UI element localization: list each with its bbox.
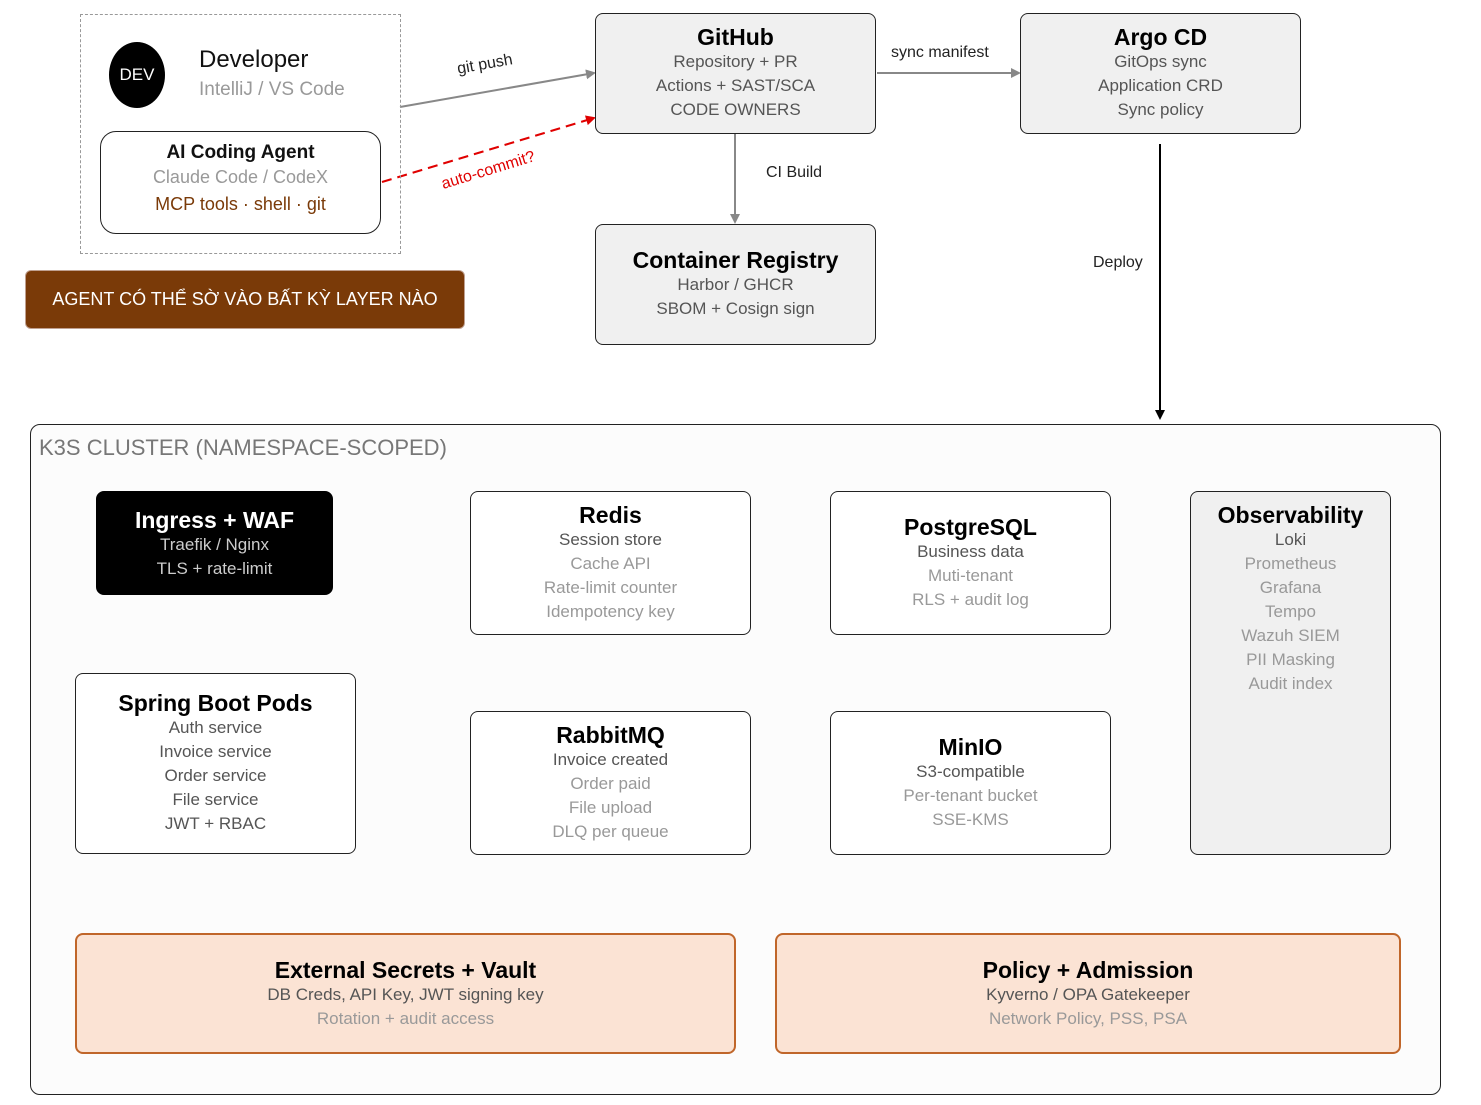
argocd-node[interactable]: Argo CD GitOps sync Application CRD Sync… [1020, 13, 1301, 134]
developer-group [80, 14, 401, 254]
redis-line: Rate-limit counter [543, 578, 678, 597]
spring-line: Auth service [168, 718, 263, 737]
argocd-line: Sync policy [1117, 100, 1204, 119]
edge-git-push [399, 69, 596, 108]
registry-line: Harbor / GHCR [677, 275, 794, 294]
ingress-line: Traefik / Nginx [160, 535, 269, 554]
argocd-line: Application CRD [1098, 76, 1223, 95]
external-secrets-node[interactable]: External Secrets + Vault DB Creds, API K… [75, 933, 736, 1054]
observability-line: PII Masking [1246, 650, 1335, 669]
minio-line: Per-tenant bucket [903, 786, 1038, 805]
github-line: CODE OWNERS [670, 100, 801, 119]
spring-line: Order service [164, 766, 267, 785]
github-line: Actions + SAST/SCA [655, 76, 816, 95]
rabbitmq-line: Invoice created [552, 750, 669, 769]
postgres-line: Business data [917, 542, 1024, 561]
observability-line: Prometheus [1244, 554, 1337, 573]
developer-tools: IntelliJ / VS Code [199, 79, 345, 100]
minio-line: S3-compatible [916, 762, 1025, 781]
observability-line: Loki [1274, 530, 1307, 549]
spring-line: Invoice service [159, 742, 272, 761]
postgres-title: PostgreSQL [904, 514, 1037, 540]
secrets-line: DB Creds, API Key, JWT signing key [267, 985, 544, 1004]
observability-line: Audit index [1248, 674, 1333, 693]
redis-line: Idempotency key [546, 602, 675, 621]
redis-line: Cache API [570, 554, 651, 573]
cluster-title: K3S CLUSTER (NAMESPACE-SCOPED) [39, 435, 447, 460]
postgres-line: RLS + audit log [912, 590, 1029, 609]
minio-node[interactable]: MinIO S3-compatible Per-tenant bucket SS… [830, 711, 1111, 855]
spring-line: File service [172, 790, 259, 809]
rabbitmq-line: File upload [568, 798, 653, 817]
dev-avatar: DEV [109, 42, 165, 108]
observability-node[interactable]: Observability Loki Prometheus Grafana Te… [1190, 491, 1391, 855]
observability-line: Grafana [1259, 578, 1322, 597]
developer-name: Developer [199, 46, 309, 73]
secrets-title: External Secrets + Vault [274, 957, 537, 983]
label-deploy: Deploy [1093, 254, 1143, 271]
redis-node[interactable]: Redis Session store Cache API Rate-limit… [470, 491, 751, 635]
label-ci-build: CI Build [766, 164, 823, 181]
rabbitmq-title: RabbitMQ [556, 722, 665, 748]
registry-line: SBOM + Cosign sign [656, 299, 815, 318]
ingress-title: Ingress + WAF [134, 507, 295, 533]
argocd-line: GitOps sync [1114, 52, 1207, 71]
minio-line: SSE-KMS [932, 810, 1009, 829]
ai-agent-line1: Claude Code / CodeX [152, 167, 329, 187]
agent-warning-banner: AGENT CÓ THỂ SỜ VÀO BẤT KỲ LAYER NÀO [25, 270, 465, 329]
observability-line: Wazuh SIEM [1241, 626, 1340, 645]
github-line: Repository + PR [673, 52, 798, 71]
registry-title: Container Registry [632, 247, 839, 273]
minio-title: MinIO [938, 734, 1003, 760]
rabbitmq-line: Order paid [570, 774, 651, 793]
ai-agent-title: AI Coding Agent [166, 142, 315, 163]
observability-title: Observability [1217, 502, 1364, 528]
policy-line: Network Policy, PSS, PSA [988, 1009, 1188, 1028]
policy-title: Policy + Admission [982, 957, 1194, 983]
spring-title: Spring Boot Pods [118, 690, 313, 716]
ai-coding-agent-node[interactable]: AI Coding Agent Claude Code / CodeX MCP … [100, 131, 381, 234]
rabbitmq-line: DLQ per queue [552, 822, 669, 841]
ai-agent-line2: MCP tools · shell · git [155, 194, 326, 214]
label-sync-manifest: sync manifest [891, 44, 989, 61]
rabbitmq-node[interactable]: RabbitMQ Invoice created Order paid File… [470, 711, 751, 855]
postgresql-node[interactable]: PostgreSQL Business data Muti-tenant RLS… [830, 491, 1111, 635]
spring-boot-pods-node[interactable]: Spring Boot Pods Auth service Invoice se… [75, 673, 356, 854]
policy-admission-node[interactable]: Policy + Admission Kyverno / OPA Gatekee… [775, 933, 1401, 1054]
argocd-title: Argo CD [1113, 24, 1208, 50]
redis-title: Redis [579, 502, 642, 528]
ingress-line: TLS + rate-limit [156, 559, 273, 578]
policy-line: Kyverno / OPA Gatekeeper [986, 985, 1190, 1004]
redis-line: Session store [559, 530, 662, 549]
secrets-line: Rotation + audit access [316, 1009, 495, 1028]
postgres-line: Muti-tenant [927, 566, 1014, 585]
observability-line: Tempo [1264, 602, 1317, 621]
github-node[interactable]: GitHub Repository + PR Actions + SAST/SC… [595, 13, 876, 134]
spring-line: JWT + RBAC [164, 814, 267, 833]
github-title: GitHub [697, 24, 774, 50]
container-registry-node[interactable]: Container Registry Harbor / GHCR SBOM + … [595, 224, 876, 345]
ingress-waf-node[interactable]: Ingress + WAF Traefik / Nginx TLS + rate… [96, 491, 333, 595]
edge-auto-commit [381, 115, 596, 183]
